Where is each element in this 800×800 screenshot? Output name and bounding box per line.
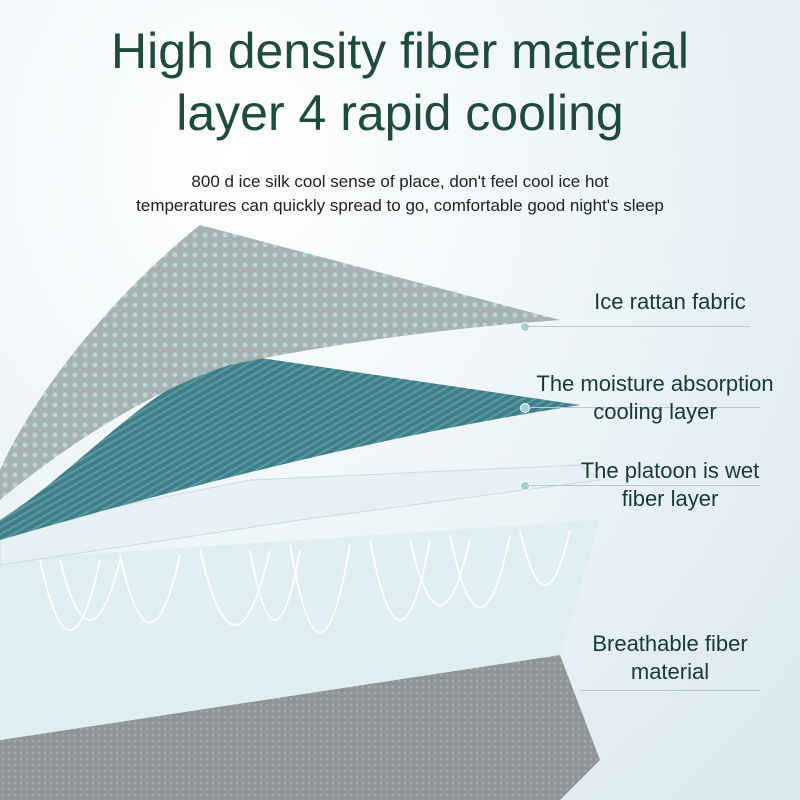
callout-dot-1 — [520, 322, 530, 332]
callout-dot-3 — [520, 481, 530, 491]
subtitle-line-1: 800 d ice silk cool sense of place, don'… — [191, 172, 609, 191]
label-ice-rattan-fabric: Ice rattan fabric — [570, 288, 770, 316]
title-line-2: layer 4 rapid cooling — [176, 85, 624, 141]
ice-rattan-fabric-layer — [0, 225, 560, 500]
label-line: cooling layer — [593, 399, 717, 424]
label-wet-fiber-layer: The platoon is wet fiber layer — [560, 457, 780, 513]
subtitle-line-2: temperatures can quickly spread to go, c… — [136, 196, 664, 215]
title-line-1: High density fiber material — [110, 23, 690, 79]
label-line: fiber layer — [621, 486, 719, 511]
cooling-layer — [0, 355, 580, 540]
subtitle: 800 d ice silk cool sense of place, don'… — [0, 170, 800, 218]
label-line: The platoon is wet — [580, 458, 760, 483]
callout-line-1 — [525, 326, 750, 327]
label-line: material — [630, 659, 710, 684]
label-line: Ice rattan fabric — [594, 289, 746, 314]
callout-line-3 — [525, 485, 760, 486]
base-breathable-layer — [0, 520, 600, 800]
fiber-loops — [39, 529, 571, 634]
label-breathable-fiber: Breathable fiber material — [570, 630, 770, 686]
label-line: The moisture absorption — [536, 371, 774, 396]
label-line: Breathable fiber — [592, 631, 748, 656]
callout-line-2 — [525, 407, 760, 408]
label-cooling-layer: The moisture absorption cooling layer — [510, 370, 800, 426]
callout-dot-2 — [520, 403, 530, 413]
callout-line-4 — [580, 690, 760, 691]
wet-fiber-layer — [0, 464, 602, 566]
